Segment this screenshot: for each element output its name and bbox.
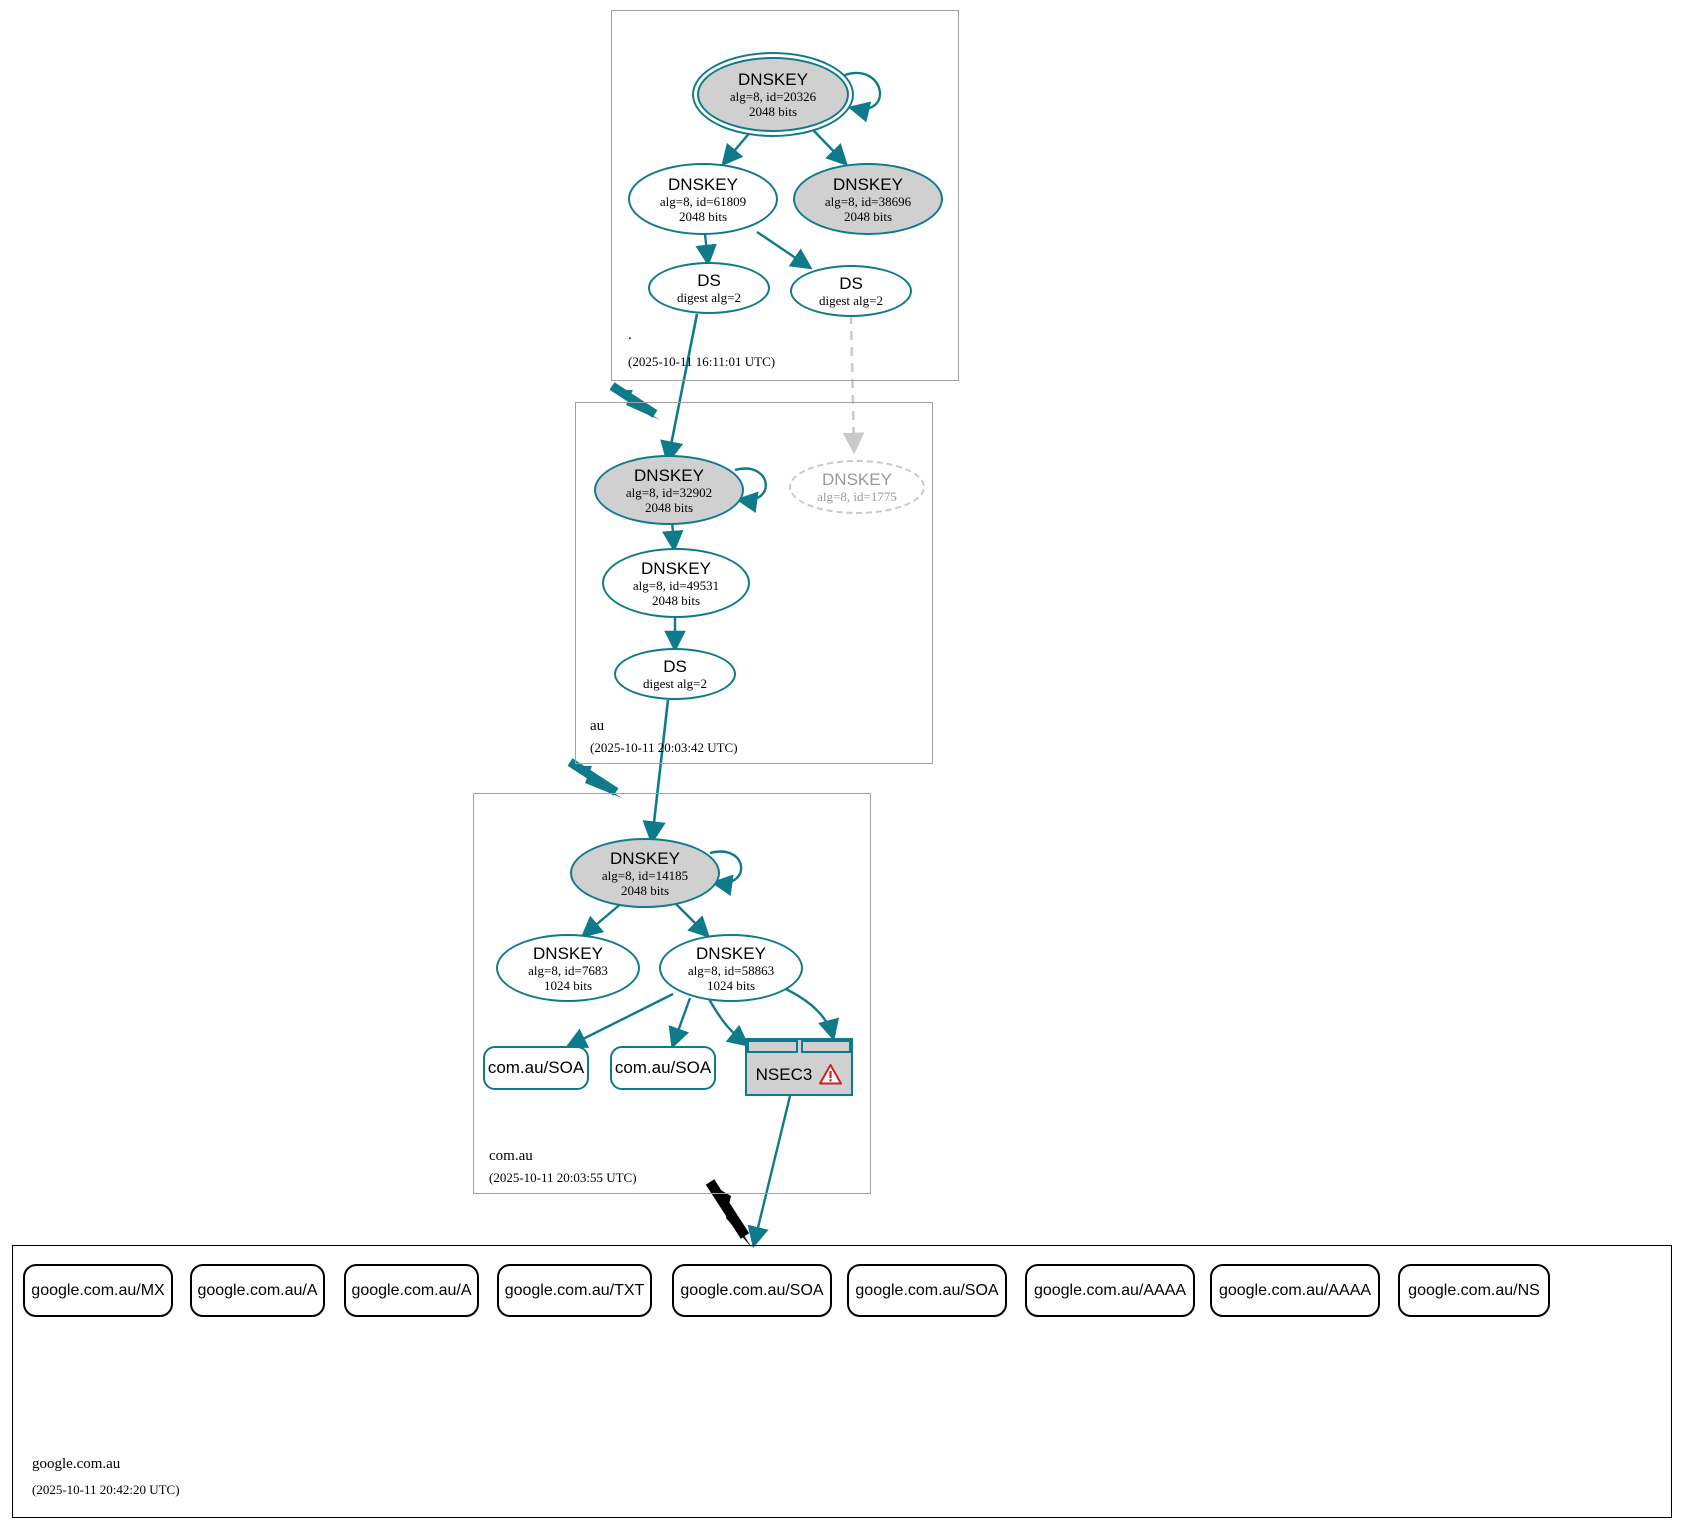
zone-timestamp-au: (2025-10-11 20:03:42 UTC) bbox=[590, 740, 738, 755]
node-detail-label: alg=8, id=38696 bbox=[824, 193, 912, 209]
node-type-label: DNSKEY bbox=[641, 558, 711, 578]
nsec3-label: NSEC3 bbox=[755, 1064, 813, 1084]
record-node-aaaa-2[interactable]: google.com.au/AAAA bbox=[1210, 1264, 1380, 1317]
zone-box-au bbox=[575, 402, 933, 764]
node-detail-label: alg=8, id=32902 bbox=[625, 484, 713, 500]
node-detail-label: alg=8, id=20326 bbox=[729, 89, 817, 104]
node-type-label: DNSKEY bbox=[738, 70, 808, 89]
node-detail-label: digest alg=2 bbox=[642, 676, 708, 691]
dnskey-node-au-49531[interactable]: DNSKEY alg=8, id=49531 2048 bits bbox=[602, 548, 750, 618]
node-type-label: DNSKEY bbox=[634, 465, 704, 485]
zone-timestamp-root: (2025-10-11 16:11:01 UTC) bbox=[628, 354, 776, 369]
node-bits-label: 1024 bits bbox=[706, 977, 756, 993]
node-detail-label: alg=8, id=14185 bbox=[601, 867, 689, 883]
node-detail-label: alg=8, id=58863 bbox=[687, 962, 775, 978]
zone-box-comau bbox=[473, 793, 871, 1194]
record-node-a-2[interactable]: google.com.au/A bbox=[344, 1264, 479, 1317]
record-node-ns[interactable]: google.com.au/NS bbox=[1398, 1264, 1550, 1317]
dnskey-node-au-1775[interactable]: DNSKEY alg=8, id=1775 bbox=[789, 460, 925, 514]
node-detail-label: alg=8, id=7683 bbox=[528, 962, 608, 978]
dnskey-node-au-32902[interactable]: DNSKEY alg=8, id=32902 2048 bits bbox=[594, 455, 744, 525]
dnskey-node-comau-58863[interactable]: DNSKEY alg=8, id=58863 1024 bits bbox=[659, 934, 803, 1002]
nsec3-header-strip bbox=[747, 1040, 851, 1053]
rrset-node-comau-soa-2[interactable]: com.au/SOA bbox=[610, 1046, 716, 1090]
zone-box-root bbox=[611, 10, 959, 381]
node-type-label: DS bbox=[663, 657, 687, 676]
nsec3-header-cell bbox=[800, 1040, 851, 1053]
record-node-a-1[interactable]: google.com.au/A bbox=[190, 1264, 325, 1317]
node-type-label: DNSKEY bbox=[610, 848, 680, 868]
record-node-aaaa-1[interactable]: google.com.au/AAAA bbox=[1025, 1264, 1195, 1317]
node-detail-label: digest alg=2 bbox=[676, 290, 742, 305]
node-bits-label: 2048 bits bbox=[644, 499, 694, 515]
node-bits-label: 2048 bits bbox=[678, 208, 728, 224]
warning-triangle-icon bbox=[819, 1064, 843, 1085]
node-type-label: DNSKEY bbox=[668, 174, 738, 194]
zone-name-root: . bbox=[628, 327, 632, 343]
ds-node-root-1[interactable]: DS digest alg=2 bbox=[648, 262, 770, 314]
dnskey-node-comau-14185[interactable]: DNSKEY alg=8, id=14185 2048 bits bbox=[570, 838, 720, 908]
zone-timestamp-comau: (2025-10-11 20:03:55 UTC) bbox=[489, 1170, 637, 1185]
node-detail-label: alg=8, id=1775 bbox=[817, 489, 897, 504]
node-type-label: DNSKEY bbox=[833, 174, 903, 194]
ds-node-au[interactable]: DS digest alg=2 bbox=[614, 648, 736, 700]
node-bits-label: 2048 bits bbox=[651, 592, 701, 608]
node-bits-label: 2048 bits bbox=[748, 104, 798, 119]
node-type-label: DNSKEY bbox=[822, 470, 892, 489]
node-bits-label: 1024 bits bbox=[543, 977, 593, 993]
zone-timestamp-googlecomau: (2025-10-11 20:42:20 UTC) bbox=[32, 1482, 180, 1497]
nsec3-node-comau[interactable]: NSEC3 bbox=[745, 1038, 853, 1096]
dnskey-node-root-61809[interactable]: DNSKEY alg=8, id=61809 2048 bits bbox=[628, 163, 778, 235]
zone-name-au: au bbox=[590, 718, 605, 734]
zone-name-googlecomau: google.com.au bbox=[32, 1456, 121, 1472]
zone-name-comau: com.au bbox=[489, 1148, 533, 1164]
dnskey-node-comau-7683[interactable]: DNSKEY alg=8, id=7683 1024 bits bbox=[496, 934, 640, 1002]
nsec3-header-cell bbox=[747, 1040, 798, 1053]
rrset-node-comau-soa-1[interactable]: com.au/SOA bbox=[483, 1046, 589, 1090]
zone-box-googlecomau bbox=[12, 1245, 1672, 1518]
node-detail-label: digest alg=2 bbox=[818, 293, 884, 308]
node-bits-label: 2048 bits bbox=[620, 882, 670, 898]
record-node-soa-1[interactable]: google.com.au/SOA bbox=[672, 1264, 832, 1317]
ds-node-root-2[interactable]: DS digest alg=2 bbox=[790, 265, 912, 317]
dnskey-node-root-20326[interactable]: DNSKEY alg=8, id=20326 2048 bits bbox=[697, 57, 849, 132]
record-node-mx[interactable]: google.com.au/MX bbox=[23, 1264, 173, 1317]
record-node-soa-2[interactable]: google.com.au/SOA bbox=[847, 1264, 1007, 1317]
node-type-label: DNSKEY bbox=[696, 943, 766, 963]
dnskey-node-root-38696[interactable]: DNSKEY alg=8, id=38696 2048 bits bbox=[793, 163, 943, 235]
node-type-label: DNSKEY bbox=[533, 943, 603, 963]
node-type-label: DS bbox=[839, 274, 863, 293]
node-bits-label: 2048 bits bbox=[843, 208, 893, 224]
node-detail-label: alg=8, id=61809 bbox=[659, 193, 747, 209]
node-detail-label: alg=8, id=49531 bbox=[632, 577, 720, 593]
node-type-label: DS bbox=[697, 271, 721, 290]
record-node-txt[interactable]: google.com.au/TXT bbox=[497, 1264, 652, 1317]
nsec3-body: NSEC3 bbox=[747, 1055, 851, 1094]
